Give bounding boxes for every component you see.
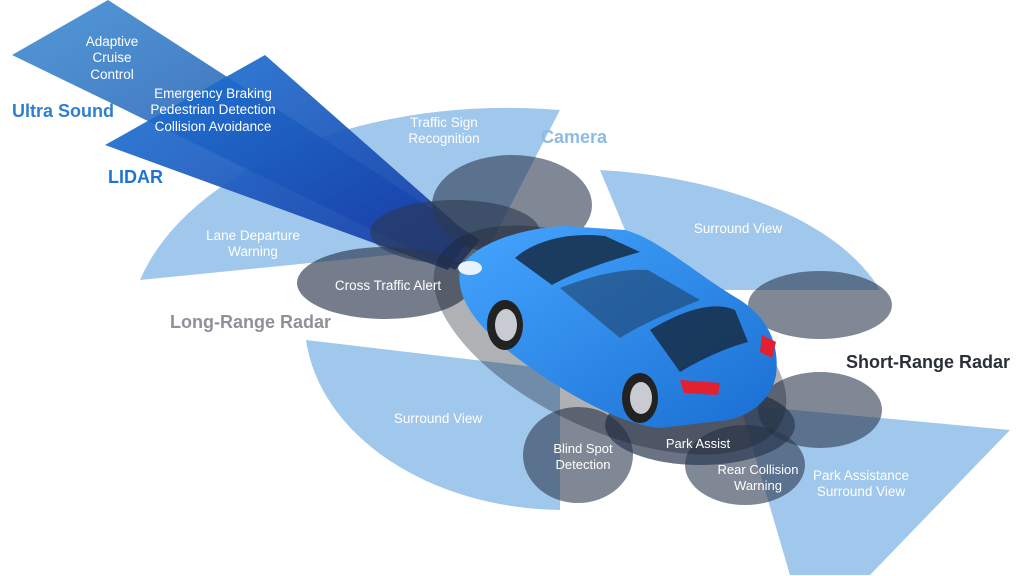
rear-collision-lobe — [685, 425, 805, 505]
feature-label-traffic-sign-recognition: Traffic Sign Recognition — [408, 115, 480, 147]
feature-label-lane-departure-warning: Lane Departure Warning — [206, 228, 300, 260]
sensor-label-long-range-radar: Long-Range Radar — [170, 312, 332, 332]
feature-label-cross-traffic-alert: Cross Traffic Alert — [334, 278, 442, 293]
front-wheel-rim — [495, 309, 517, 341]
rear-right-park-zone — [740, 405, 1010, 575]
rear-wheel-rim — [630, 382, 652, 414]
tail-light-right — [760, 335, 776, 358]
feature-label-park-assistance-surround-view: Park Assistance Surround View — [812, 468, 910, 500]
feature-label-emergency-braking: Emergency Braking Pedestrian Detection C… — [150, 86, 276, 134]
headlight — [458, 261, 482, 275]
sensor-label-camera: Camera — [541, 127, 608, 147]
car-windshield — [515, 234, 640, 285]
blind-spot-lobe — [523, 407, 633, 503]
feature-label-park-assist: Park Assist — [665, 436, 731, 451]
sensor-label-lidar: LIDAR — [108, 167, 163, 187]
lidar-beam — [105, 55, 470, 270]
feature-label-adaptive-cruise-control: Adaptive Cruise Control — [85, 34, 139, 82]
car-side-window — [560, 269, 700, 338]
car-rear-window — [650, 306, 748, 372]
cross-traffic-lobe — [297, 247, 473, 319]
tail-light-left — [680, 380, 720, 395]
car — [458, 226, 777, 428]
left-rear-surround-zone — [306, 340, 560, 510]
right-side-lobe — [748, 271, 892, 339]
feature-label-rear-collision-warning: Rear Collision Warning — [717, 462, 799, 493]
feature-label-surround-view-rear: Surround View — [393, 411, 483, 426]
sensor-label-ultrasound: Ultra Sound — [12, 101, 114, 121]
feature-label-blind-spot-detection: Blind Spot Detection — [553, 441, 613, 472]
sensor-label-short-range-radar: Short-Range Radar — [846, 352, 1011, 372]
feature-label-surround-view-front: Surround View — [693, 221, 783, 236]
